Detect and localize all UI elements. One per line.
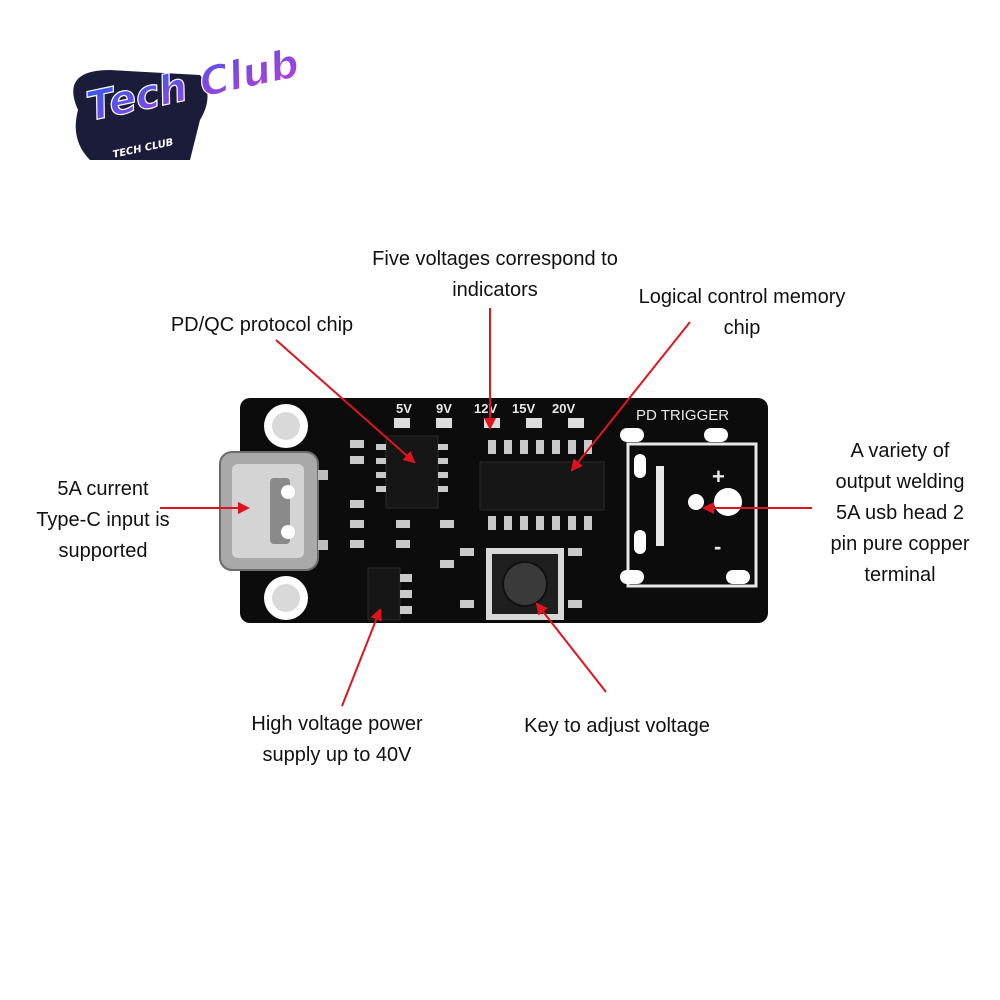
voltage-label-5v: 5V [396,401,412,416]
arrow-protocol-chip [275,339,416,464]
label-type-c: 5A current Type-C input is supported [36,478,170,562]
label-key: Key to adjust voltage [524,715,710,737]
label-terminal: A variety of output welding 5A usb head … [830,440,970,586]
usb-c-connector [219,451,328,571]
pcb-board: 5V 9V 12V 15V 20V [219,398,768,623]
memory-chip [479,440,605,530]
label-memory-chip: Logical control memory chip [638,286,846,339]
voltage-label-12v: 12V [474,401,497,416]
voltage-adjust-button [486,548,564,620]
label-voltages: Five voltages correspond to indicators [372,248,618,301]
voltage-label-15v: 15V [512,401,535,416]
arrow-memory-chip [570,321,691,472]
voltage-label-20v: 20V [552,401,575,416]
label-power-supply: High voltage power supply up to 40V [251,713,423,766]
plus-sign-icon: + [712,464,725,489]
label-protocol-chip: PD/QC protocol chip [170,314,354,336]
passive-components [350,440,582,608]
arrow-power-supply [341,608,382,707]
voltage-label-9v: 9V [436,401,452,416]
voltage-regulator [367,567,412,621]
arrow-key [535,602,607,693]
protocol-chip [376,435,448,509]
board-title: PD TRIGGER [636,407,729,424]
minus-sign-icon: - [714,534,721,559]
tech-club-logo: Tech Club TECH CLUB [73,40,304,161]
annotation-arrows [160,308,812,707]
